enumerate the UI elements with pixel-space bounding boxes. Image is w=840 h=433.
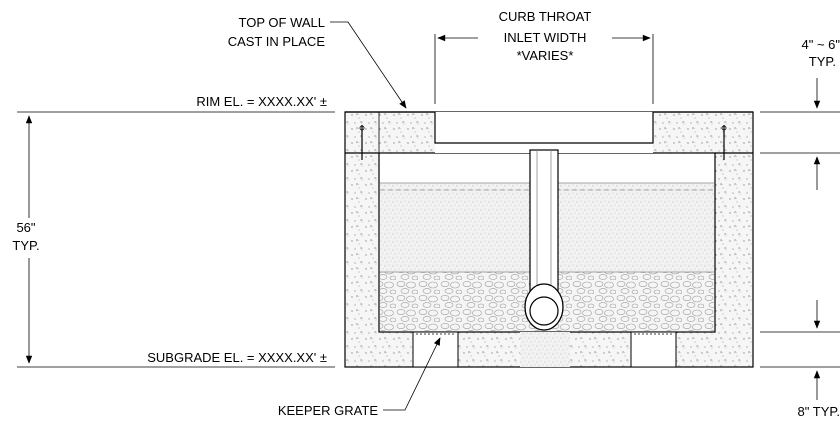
callout-labels: TOP OF WALL CAST IN PLACE CURB THROAT IN… — [12, 9, 840, 419]
riser-pipe — [524, 149, 564, 331]
top-of-wall-label-line2: CAST IN PLACE — [228, 34, 326, 49]
subgrade-elevation-label: SUBGRADE EL. = XXXX.XX' ± — [147, 350, 327, 365]
curb-throat-label-line3: *VARIES* — [517, 48, 574, 63]
height-dimension-typ: TYP. — [12, 238, 39, 253]
top-of-wall-label-line1: TOP OF WALL — [239, 15, 325, 30]
dimension-lines — [17, 21, 840, 411]
curb-throat-label-line2: INLET WIDTH — [504, 30, 587, 45]
anchor-bolts — [359, 125, 727, 160]
base-openings — [412, 331, 677, 368]
top-thickness-dimension-value: 4" ~ 6" — [801, 37, 840, 52]
curb-throat-label-line1: CURB THROAT — [499, 9, 592, 24]
rim-elevation-label: RIM EL. = XXXX.XX' ± — [196, 94, 327, 109]
curb-throat-opening — [345, 111, 753, 153]
top-thickness-dimension-typ: TYP. — [809, 54, 836, 69]
height-dimension-value: 56" — [16, 220, 35, 235]
keeper-grate-label: KEEPER GRATE — [278, 403, 379, 418]
bottom-thickness-dimension: 8" TYP. — [798, 404, 840, 419]
